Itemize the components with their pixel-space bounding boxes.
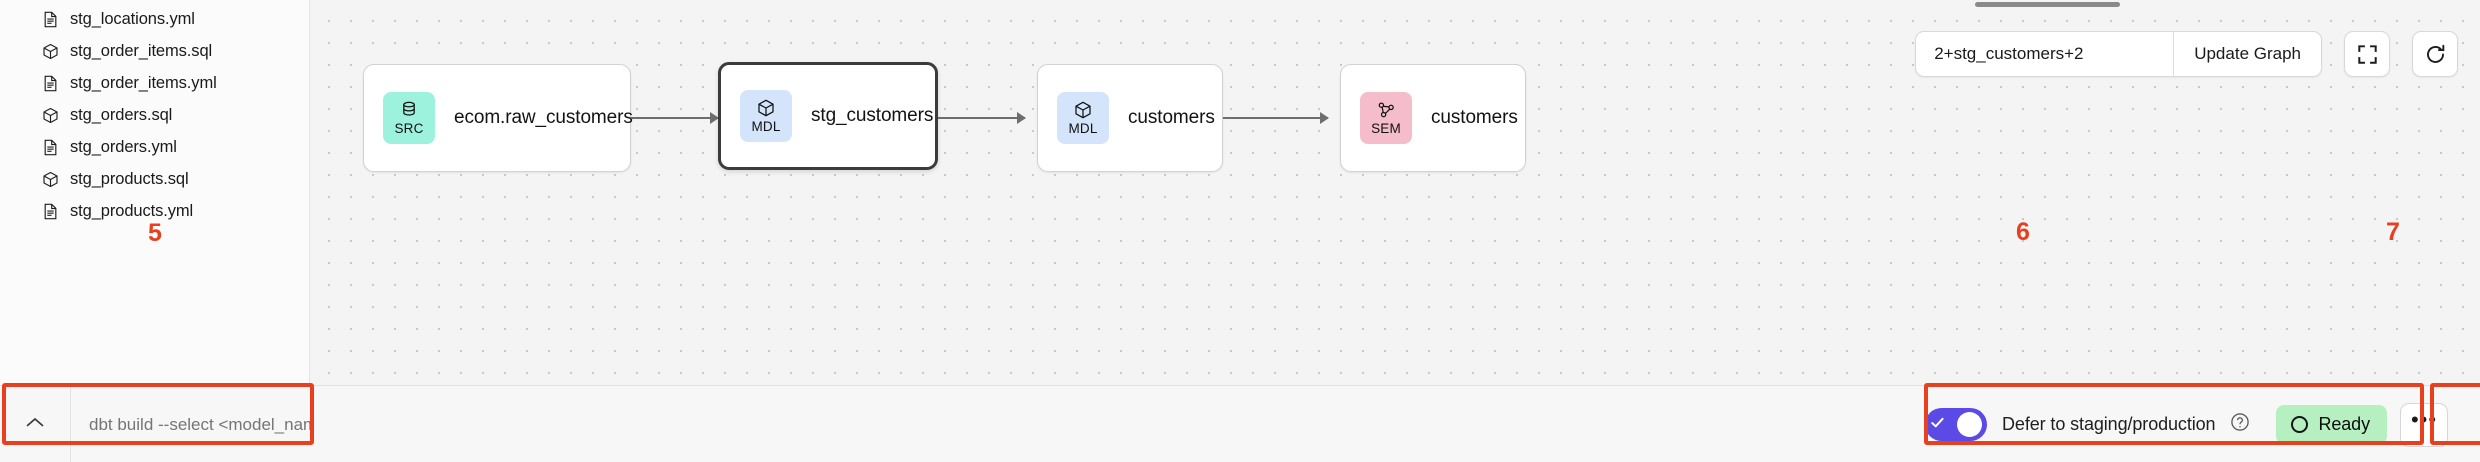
cube-sql-icon xyxy=(42,171,59,188)
file-name: stg_products.yml xyxy=(70,201,194,220)
graph-edge-arrow xyxy=(710,112,719,124)
cube-sql-icon xyxy=(42,43,59,60)
semantic-network-icon xyxy=(1376,100,1396,120)
mdl-badge: MDL xyxy=(740,90,792,142)
node-label: stg_customers xyxy=(811,105,934,126)
list-item[interactable]: stg_orders.sql xyxy=(0,99,309,131)
src-badge: SRC xyxy=(383,92,435,144)
refresh-button[interactable] xyxy=(2412,31,2458,77)
graph-edge-arrow xyxy=(1320,112,1329,124)
status-label: Ready xyxy=(2318,414,2370,434)
badge-label: MDL xyxy=(1068,121,1098,137)
defer-toggle[interactable] xyxy=(1925,408,1988,441)
list-item[interactable]: stg_products.sql xyxy=(0,163,309,195)
refresh-icon xyxy=(2424,43,2447,66)
status-circle-icon xyxy=(2291,416,2309,433)
more-options-button[interactable]: ••• xyxy=(2400,402,2448,447)
graph-node-customers-semantic[interactable]: SEM customers xyxy=(1340,64,1526,172)
list-item[interactable]: stg_locations.yml xyxy=(0,3,309,35)
help-circle-icon[interactable] xyxy=(2230,412,2250,437)
list-item[interactable]: stg_orders.yml xyxy=(0,131,309,163)
update-graph-button[interactable]: Update Graph xyxy=(2173,32,2321,76)
collapse-panel-button[interactable] xyxy=(0,386,71,462)
file-explorer-sidebar[interactable]: stg_locations.yml stg_order_items.sql xyxy=(0,0,310,385)
horizontal-scrollbar[interactable] xyxy=(1975,2,2120,7)
node-label: customers xyxy=(1431,107,1518,128)
file-name: stg_order_items.yml xyxy=(70,73,217,92)
file-yml-icon xyxy=(42,11,59,28)
graph-edge xyxy=(631,117,718,119)
cube-icon xyxy=(756,98,776,118)
file-yml-icon xyxy=(42,139,59,156)
graph-node-stg-customers[interactable]: MDL stg_customers xyxy=(718,62,938,170)
command-bar xyxy=(0,386,310,462)
defer-toggle-group: Defer to staging/production xyxy=(1913,399,2264,450)
graph-edge xyxy=(1223,117,1328,119)
graph-selector-input[interactable] xyxy=(1916,32,2174,76)
run-status-group: Ready ••• xyxy=(2264,395,2458,455)
graph-edge xyxy=(938,117,1025,119)
defer-label: Defer to staging/production xyxy=(2002,414,2216,434)
cube-sql-icon xyxy=(42,107,59,124)
list-item[interactable]: stg_products.yml xyxy=(0,195,309,227)
fullscreen-button[interactable] xyxy=(2344,31,2390,77)
graph-node-customers-model[interactable]: MDL customers xyxy=(1037,64,1223,172)
dbt-command-input[interactable] xyxy=(71,386,310,462)
file-name: stg_orders.sql xyxy=(70,105,173,124)
bottom-bar: Defer to staging/production Ready ••• xyxy=(0,385,2480,462)
chevron-up-icon xyxy=(25,416,45,434)
node-label: customers xyxy=(1128,107,1215,128)
file-name: stg_orders.yml xyxy=(70,137,177,156)
status-badge[interactable]: Ready xyxy=(2276,405,2387,444)
graph-edge-arrow xyxy=(1017,112,1026,124)
file-yml-icon xyxy=(42,75,59,92)
graph-nodes-layer: SRC ecom.raw_customers xyxy=(310,0,2480,385)
file-name: stg_order_items.sql xyxy=(70,41,213,60)
database-icon xyxy=(399,100,419,120)
badge-label: MDL xyxy=(751,119,781,135)
file-list: stg_locations.yml stg_order_items.sql xyxy=(0,0,309,227)
mdl-badge: MDL xyxy=(1057,92,1109,144)
graph-toolbar: Update Graph xyxy=(1915,31,2458,77)
list-item[interactable]: stg_order_items.sql xyxy=(0,35,309,67)
graph-selector-group: Update Graph xyxy=(1915,31,2322,77)
cube-icon xyxy=(1073,100,1093,120)
sem-badge: SEM xyxy=(1360,92,1412,144)
badge-label: SEM xyxy=(1371,121,1401,137)
toggle-knob xyxy=(1957,412,1983,437)
node-label: ecom.raw_customers xyxy=(454,107,633,128)
list-item[interactable]: stg_order_items.yml xyxy=(0,67,309,99)
fullscreen-icon xyxy=(2357,44,2378,65)
file-name: stg_products.sql xyxy=(70,169,189,188)
file-name: stg_locations.yml xyxy=(70,9,195,28)
main-area: stg_locations.yml stg_order_items.sql xyxy=(0,0,2480,385)
status-bar: Defer to staging/production Ready ••• xyxy=(310,386,2480,462)
graph-node-source[interactable]: SRC ecom.raw_customers xyxy=(363,64,633,172)
file-yml-icon xyxy=(42,203,59,220)
lineage-graph-canvas[interactable]: Update Graph xyxy=(310,0,2480,385)
check-icon xyxy=(1930,416,1945,434)
badge-label: SRC xyxy=(394,121,424,137)
